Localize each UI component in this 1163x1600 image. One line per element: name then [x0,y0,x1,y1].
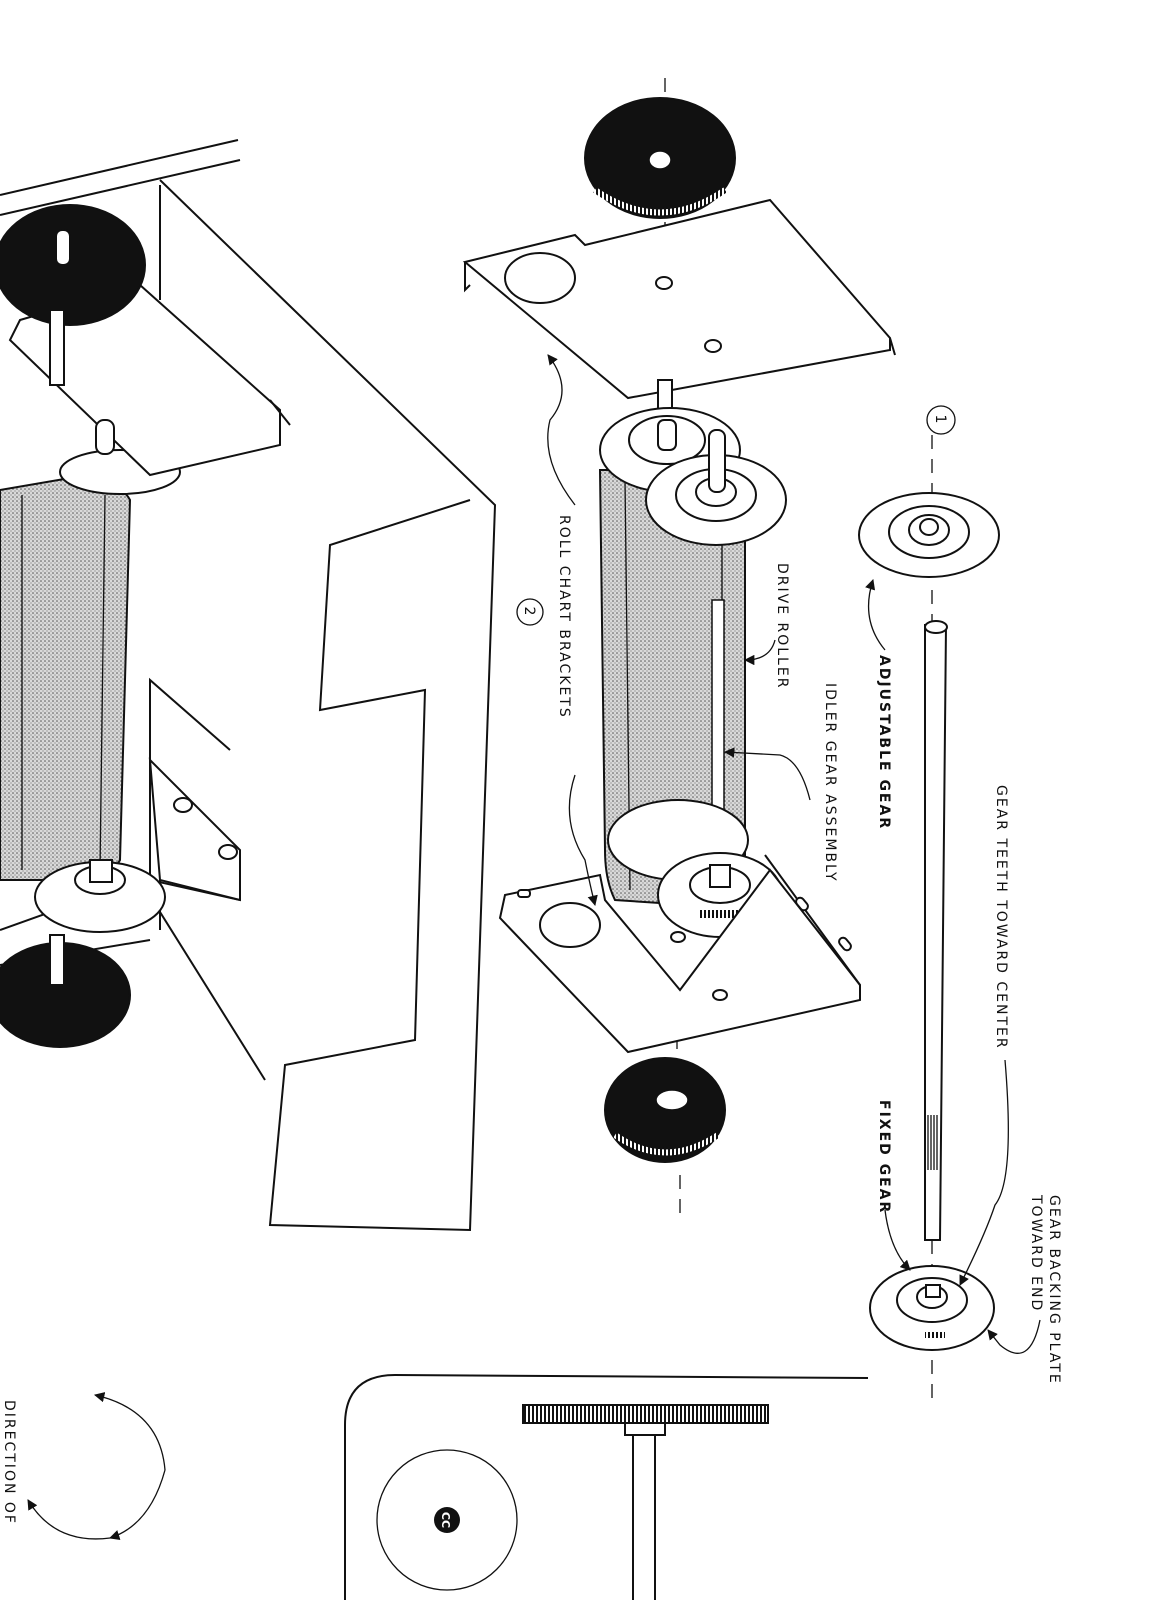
gear-backing-plate-line2: TOWARD END [1028,1194,1044,1312]
label-gear-backing-plate: GEAR BACKING PLATE TOWARD END [1028,1194,1062,1385]
rotation-direction-indicator [27,1392,166,1541]
label-fixed-gear: FIXED GEAR [876,1100,892,1214]
drive-roller-text: DRIVE ROLLER [774,563,790,689]
label-idler-gear-assembly: IDLER GEAR ASSEMBLY [822,683,838,883]
exploded-roll-assembly [462,78,896,1220]
fixed-gear-text: FIXED GEAR [876,1100,892,1214]
label-drive-roller: DRIVE ROLLER [774,563,790,689]
cc-symbol-text: CC [439,1512,452,1528]
roll-chart-brackets-text: ROLL CHART BRACKETS [556,515,572,719]
callout-two-text: 2 [521,607,537,618]
inset-detail-panel: CC [344,1373,869,1600]
gear-backing-plate-line1: GEAR BACKING PLATE [1046,1195,1062,1385]
label-gear-teeth-toward-center: GEAR TEETH TOWARD CENTER [993,785,1009,1050]
gear-shaft-detail: 1 [858,405,1041,1398]
left-roll-chart-roller [0,204,291,1048]
callout-two: 2 [516,598,544,626]
machine-cabinet [0,139,497,1232]
direction-of-text: DIRECTION OF [1,1400,17,1525]
label-direction-of: DIRECTION OF [1,1400,17,1525]
idler-gear-assembly-text: IDLER GEAR ASSEMBLY [822,683,838,883]
label-adjustable-gear: ADJUSTABLE GEAR [876,655,892,830]
gear-teeth-toward-center-text: GEAR TEETH TOWARD CENTER [993,785,1009,1050]
adjustable-gear-text: ADJUSTABLE GEAR [876,655,892,830]
label-roll-chart-brackets: ROLL CHART BRACKETS [556,515,572,719]
callout-one-text: 1 [932,415,948,426]
